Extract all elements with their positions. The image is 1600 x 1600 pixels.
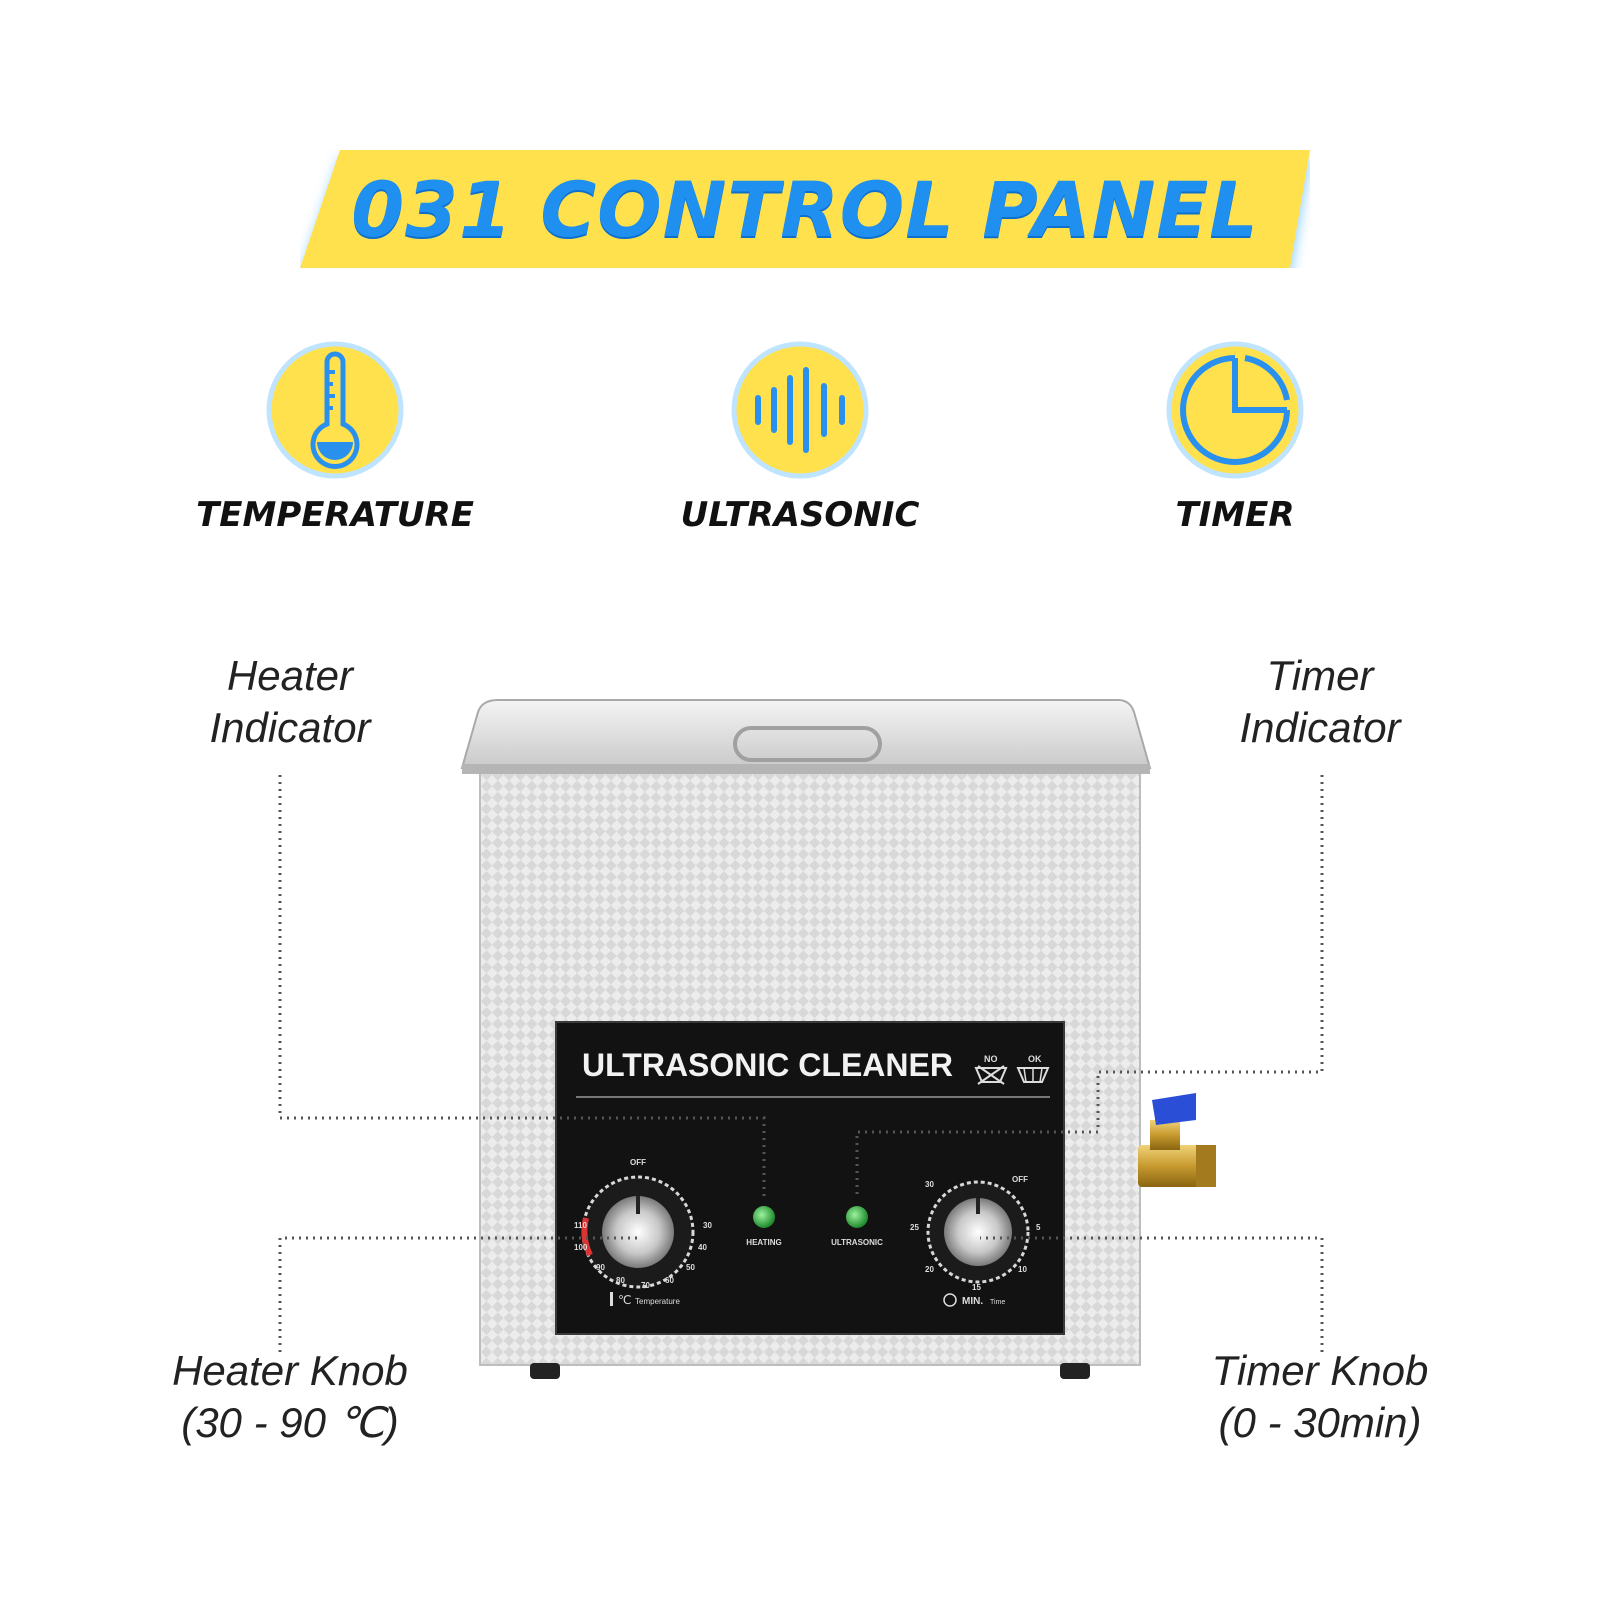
timer-tick-5: 5 — [1036, 1223, 1041, 1232]
heater-tick-50: 50 — [686, 1263, 695, 1272]
page-title: 031 CONTROL PANEL — [351, 164, 1259, 254]
leader-timer-knob — [980, 1236, 1324, 1352]
callout-timer-indicator-line1: Timer — [1266, 652, 1374, 699]
heating-led — [753, 1206, 775, 1228]
heater-tick-90: 90 — [596, 1263, 605, 1272]
callout-timer-knob-line1: Timer Knob — [1211, 1347, 1429, 1394]
callout-heater-indicator: Heater Indicator — [130, 650, 450, 754]
feature-label-temperature: TEMPERATURE — [196, 495, 474, 535]
heater-tick-40: 40 — [698, 1243, 707, 1252]
panel-brand: ULTRASONIC CLEANER — [582, 1047, 953, 1083]
drain-valve[interactable] — [1138, 1093, 1216, 1187]
foot-left — [530, 1363, 560, 1379]
timer-caption-clock-icon — [943, 1293, 957, 1307]
timer-caption: MIN. — [962, 1296, 983, 1307]
tank-lid — [460, 699, 1152, 769]
timer-tick-10: 10 — [1018, 1265, 1027, 1274]
callout-heater-knob-line1: Heater Knob — [172, 1347, 408, 1394]
no-basket-icon: NO — [974, 1054, 1008, 1085]
clock-icon — [1166, 341, 1304, 479]
leader-timer-indicator — [855, 775, 1324, 1198]
foot-right — [1060, 1363, 1090, 1379]
ultrasonic-led — [846, 1206, 868, 1228]
ok-basket-icon: OK — [1016, 1054, 1050, 1083]
heater-unit: ℃ — [618, 1293, 631, 1307]
timer-knob[interactable] — [926, 1180, 1030, 1284]
callout-timer-indicator-line2: Indicator — [1239, 704, 1401, 751]
callout-heater-knob-line2: (30 - 90 ℃) — [181, 1399, 399, 1446]
heater-tick-100: 100 — [574, 1243, 588, 1252]
callout-timer-indicator: Timer Indicator — [1160, 650, 1480, 754]
callout-timer-knob-line2: (0 - 30min) — [1218, 1399, 1422, 1446]
heater-tick-70: 70 — [641, 1281, 650, 1290]
heater-dial-off: OFF — [630, 1158, 646, 1167]
heater-tick-30: 30 — [703, 1221, 712, 1230]
heater-caption: Temperature — [635, 1297, 680, 1306]
callout-heater-indicator-line2: Indicator — [209, 704, 371, 751]
leader-heater-knob — [278, 1236, 640, 1352]
timer-tick-20: 20 — [925, 1265, 934, 1274]
timer-tick-15: 15 — [972, 1283, 981, 1292]
timer-caption-small: Time — [990, 1299, 1005, 1306]
timer-dial-off: OFF — [1012, 1175, 1028, 1184]
heater-caption-icon — [610, 1292, 613, 1306]
lid-handle — [733, 726, 882, 762]
heating-led-label: HEATING — [746, 1238, 781, 1247]
heater-knob[interactable] — [581, 1175, 695, 1289]
heater-tick-110: 110 — [574, 1221, 587, 1230]
no-label: NO — [984, 1054, 998, 1064]
sound-wave-icon — [731, 341, 869, 479]
feature-label-timer: TIMER — [1175, 495, 1295, 535]
feature-label-ultrasonic: ULTRASONIC — [680, 495, 920, 535]
heater-tick-60: 60 — [665, 1276, 674, 1285]
callout-timer-knob: Timer Knob (0 - 30min) — [1160, 1345, 1480, 1449]
callout-heater-indicator-line1: Heater — [226, 652, 354, 699]
timer-tick-25: 25 — [910, 1223, 919, 1232]
ultrasonic-led-label: ULTRASONIC — [831, 1238, 883, 1247]
title-banner — [300, 150, 1310, 268]
thermometer-icon — [266, 341, 404, 479]
heater-tick-80: 80 — [616, 1276, 625, 1285]
callout-heater-knob: Heater Knob (30 - 90 ℃) — [130, 1345, 450, 1449]
timer-tick-30: 30 — [925, 1180, 934, 1189]
ok-label: OK — [1028, 1054, 1042, 1064]
